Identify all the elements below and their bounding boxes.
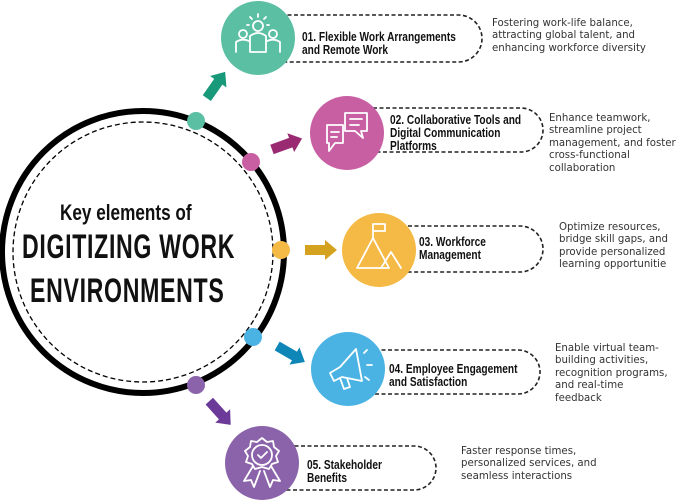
item-description: attracting global talent, and (492, 30, 635, 42)
item-description: personalized services, and (461, 458, 597, 470)
item-description: Optimize resources, (559, 222, 661, 233)
arrow-right-icon (305, 240, 337, 260)
chat-bubbles-icon (310, 96, 384, 170)
item-title: and Satisfaction (389, 374, 468, 389)
people-group-icon (221, 1, 295, 75)
item-description: Enable virtual team- (555, 343, 659, 354)
connector-dot (187, 376, 205, 394)
item-description: building activities, (555, 355, 649, 367)
item-description: cross-functional (549, 150, 630, 162)
mountain-flag-icon (342, 213, 416, 287)
item-title: 05. Stakeholder (307, 457, 382, 472)
item-title: and Remote Work (302, 42, 389, 57)
item-description: collaboration (549, 162, 616, 174)
connector-dot (187, 112, 205, 130)
item-description: provide personalized (559, 246, 666, 258)
item-title: 01. Flexible Work Arrangements (302, 29, 456, 44)
item-title: 03. Workforce (419, 234, 486, 249)
award-badge-icon (225, 426, 299, 500)
item-description: bridge skill gaps, and (559, 234, 668, 246)
item-description: seamless interactions (461, 470, 573, 482)
item-title: Platforms (390, 138, 437, 153)
label-frame (268, 14, 483, 63)
label-frame (362, 349, 541, 395)
title-line-2: DIGITIZING WORK (22, 228, 236, 266)
item-description: recognition programs, (555, 367, 668, 379)
item-title: Benefits (307, 470, 348, 485)
item-description: streamline project (549, 125, 642, 137)
arrow-right-icon (202, 71, 227, 101)
item-description: Faster response times, (461, 446, 577, 457)
item-title: 04. Employee Engagement (389, 361, 518, 376)
label-frame (360, 107, 544, 153)
item-description: enhancing workforce diversity (492, 42, 646, 54)
item-description: Fostering work-life balance, (492, 18, 633, 29)
megaphone-icon (311, 332, 385, 406)
title-line-1: Key elements of (60, 200, 192, 225)
item-description: feedback (555, 392, 602, 404)
label-frame (395, 225, 544, 273)
arrow-right-icon (270, 133, 303, 155)
label-frame (275, 445, 437, 491)
arrow-right-icon (205, 397, 231, 425)
connector-dot (242, 153, 260, 171)
item-description: management, and foster (549, 137, 676, 149)
item-title: Digital Communication (390, 125, 501, 140)
item-description: learning opportunitie (559, 259, 667, 271)
item-title: Management (419, 247, 481, 262)
arrow-right-icon (274, 341, 305, 365)
item-description: and real-time (555, 380, 624, 392)
connector-dot (272, 241, 290, 259)
item-title: 02. Collaborative Tools and (390, 112, 522, 127)
title-line-3: ENVIRONMENTS (30, 272, 225, 310)
item-description: Enhance teamwork, (549, 113, 651, 124)
connector-dot (244, 328, 262, 346)
